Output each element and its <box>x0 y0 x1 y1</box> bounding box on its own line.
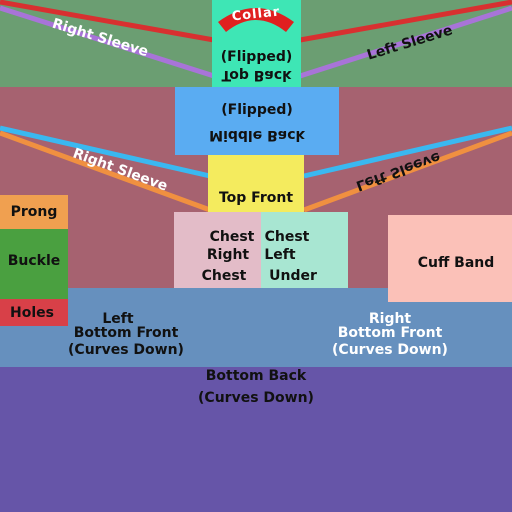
prong-label: Prong <box>10 204 58 220</box>
top-back-flipped-label: (Flipped) <box>220 49 293 65</box>
left-bottom-front-line2: Bottom Front <box>73 325 179 341</box>
cuff-band-region <box>388 215 512 302</box>
middle-back-flipped-label: (Flipped) <box>221 102 293 118</box>
chest-left-line2: Left <box>264 247 296 263</box>
chest-right-line1: Chest <box>209 229 255 245</box>
buckle-label: Buckle <box>7 253 61 269</box>
middle-back-region <box>175 87 339 155</box>
left-chest-region <box>261 212 348 288</box>
chest-right-line2: Right <box>206 247 250 263</box>
right-chest-region <box>174 212 261 288</box>
chest-left-line3: Under <box>269 268 317 284</box>
bottom-back-region <box>0 367 512 512</box>
right-bottom-front-line2: Bottom Front <box>337 325 443 341</box>
bottom-back-line1: Bottom Back <box>205 368 307 384</box>
left-bottom-front-line1: Left <box>102 311 134 327</box>
holes-label: Holes <box>10 305 54 321</box>
top-back-label: Top Back <box>221 67 292 83</box>
cuff-band-label: Cuff Band <box>417 255 495 271</box>
chest-right-line3: Chest <box>201 268 247 284</box>
buckle-region <box>0 229 68 299</box>
holes-region <box>0 299 68 326</box>
middle-back-label: Middle Back <box>209 127 305 143</box>
prong-region <box>0 195 68 229</box>
top-front-label: Top Front <box>218 190 294 206</box>
chest-left-line1: Chest <box>264 229 310 245</box>
top-front-region <box>208 155 304 212</box>
right-bottom-front-line3: (Curves Down) <box>332 342 448 358</box>
bottom-back-line2: (Curves Down) <box>198 390 314 406</box>
right-bottom-front-line1: Right <box>368 311 412 327</box>
left-bottom-front-line3: (Curves Down) <box>68 342 184 358</box>
